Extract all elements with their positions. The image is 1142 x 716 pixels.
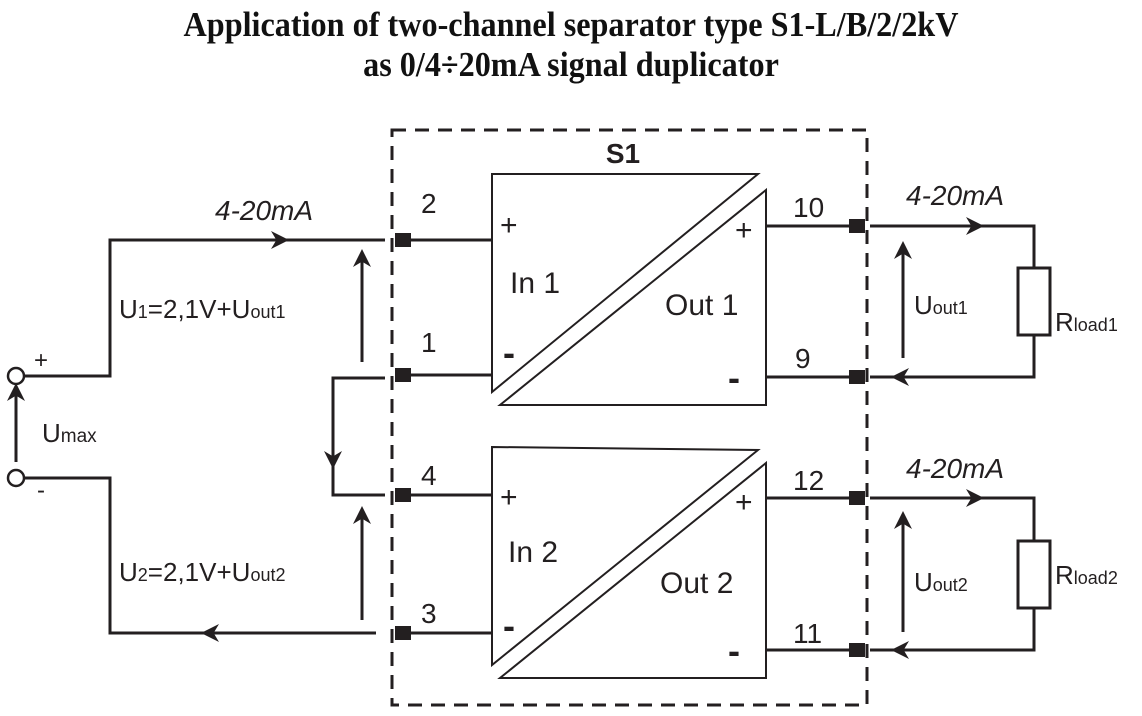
in1-label: In 1	[510, 267, 560, 300]
converter-2-input-triangle	[491, 445, 761, 668]
in1-plus-sign: +	[500, 209, 518, 242]
wire-rload1-to-t9	[870, 335, 1036, 379]
umax-label: Umax	[42, 418, 97, 448]
diagram-title-line-2: as 0/4÷20mA signal duplicator	[363, 45, 779, 84]
supply-minus-label: -	[37, 477, 45, 504]
out1-minus-sign: -	[728, 357, 740, 398]
diagram-title-line-1: Application of two-channel separator typ…	[183, 5, 959, 44]
device-label: S1	[606, 138, 640, 169]
terminal-3	[395, 626, 411, 640]
rload1-label: Rload1	[1055, 307, 1118, 337]
terminal-12-label: 12	[793, 465, 824, 496]
device-boundary	[390, 128, 869, 707]
out2-current-label: 4-20mA	[906, 453, 1004, 484]
wire-t10-to-rload1	[870, 224, 1036, 268]
terminal-3-label: 3	[421, 598, 437, 629]
converter-1-input-triangle	[491, 173, 761, 395]
terminal-12	[849, 491, 865, 505]
in2-label: In 2	[508, 536, 558, 569]
rload2-label: Rload2	[1055, 560, 1118, 590]
supply-terminal-minus	[6, 468, 26, 488]
in2-plus-sign: +	[500, 481, 518, 514]
converter-1-output-triangle	[497, 187, 767, 406]
in1-minus-sign: -	[503, 332, 515, 373]
wire-rload2-to-t11	[870, 608, 1036, 652]
u1-voltage-label: U1=2,1V+Uout1	[119, 294, 285, 324]
terminal-1-label: 1	[421, 327, 437, 358]
wire-t1-to-t4	[331, 376, 385, 497]
terminal-9	[849, 370, 865, 384]
supply-plus-label: +	[34, 347, 48, 374]
out2-plus-sign: +	[735, 486, 753, 519]
terminal-2	[395, 233, 411, 247]
converter-2-output-triangle	[497, 460, 767, 679]
terminal-11	[849, 643, 865, 657]
terminal-10	[849, 219, 865, 233]
out1-plus-sign: +	[735, 214, 753, 247]
input-current-label: 4-20mA	[215, 195, 313, 226]
resistor-rload2	[1016, 539, 1052, 610]
u2-voltage-label: U2=2,1V+Uout2	[119, 557, 285, 587]
out2-minus-sign: -	[728, 630, 740, 671]
out1-label: Out 1	[665, 289, 738, 322]
uout2-label: Uout2	[914, 567, 968, 597]
wire-t12-to-rload2	[870, 496, 1036, 541]
terminal-1	[395, 368, 411, 382]
terminal-4	[395, 488, 411, 502]
uout1-label: Uout1	[914, 290, 968, 320]
terminal-10-label: 10	[793, 192, 824, 223]
in2-minus-sign: -	[503, 605, 515, 646]
terminal-2-label: 2	[421, 188, 437, 219]
terminal-11-label: 11	[793, 618, 822, 649]
terminal-4-label: 4	[421, 460, 437, 491]
terminal-9-label: 9	[795, 343, 811, 374]
supply-terminal-plus	[6, 366, 26, 386]
resistor-rload1	[1016, 266, 1052, 337]
out2-label: Out 2	[660, 567, 733, 600]
wire-t3-to-supply-minus	[24, 476, 376, 635]
out1-current-label: 4-20mA	[906, 180, 1004, 211]
